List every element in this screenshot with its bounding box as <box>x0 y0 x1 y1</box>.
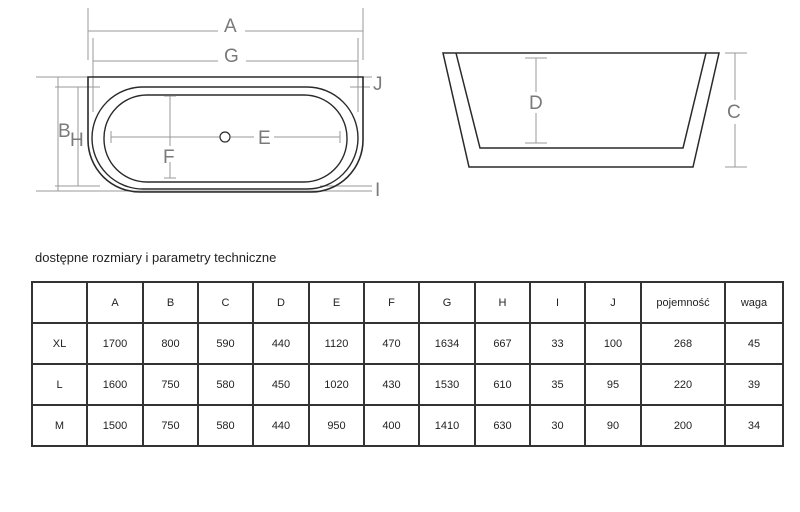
column-header: waga <box>724 281 784 324</box>
table-cell: 90 <box>584 404 642 447</box>
section-title: dostępne rozmiary i parametry techniczne <box>35 250 277 265</box>
column-header: J <box>584 281 642 324</box>
table-cell: 1600 <box>86 363 144 406</box>
table-cell: 950 <box>308 404 365 447</box>
column-header: H <box>474 281 531 324</box>
tub-side-outline <box>442 52 720 168</box>
label-e: E <box>258 128 271 149</box>
table-cell: 1020 <box>308 363 365 406</box>
table-cell: 1700 <box>86 322 144 365</box>
label-f: F <box>163 147 175 168</box>
table-cell: 590 <box>197 322 254 365</box>
table-cell: 100 <box>584 322 642 365</box>
table-row: XL 1700 800 590 440 1120 470 1634 667 33… <box>31 322 784 365</box>
table-cell: 750 <box>142 404 199 447</box>
side-view: D C <box>442 52 747 168</box>
table-cell: 39 <box>724 363 784 406</box>
label-b: B <box>58 121 71 142</box>
label-j: J <box>373 74 383 95</box>
label-g: G <box>224 46 239 67</box>
table-cell: 667 <box>474 322 531 365</box>
table-cell: 1530 <box>418 363 476 406</box>
column-header: I <box>529 281 586 324</box>
column-header: G <box>418 281 476 324</box>
table-header-row: A B C D E F G H I J pojemność waga <box>31 281 784 324</box>
column-header: pojemność <box>640 281 726 324</box>
table-cell: 1120 <box>308 322 365 365</box>
table-cell: 95 <box>584 363 642 406</box>
label-d: D <box>529 93 543 114</box>
column-header: F <box>363 281 420 324</box>
table-cell: 220 <box>640 363 726 406</box>
dimension-a <box>87 8 364 60</box>
table-cell: 1410 <box>418 404 476 447</box>
dimension-f <box>164 95 176 179</box>
table-cell: 610 <box>474 363 531 406</box>
table-cell: 630 <box>474 404 531 447</box>
table-cell: 750 <box>142 363 199 406</box>
table-cell: 430 <box>363 363 420 406</box>
table-cell: 30 <box>529 404 586 447</box>
column-header: D <box>252 281 310 324</box>
table-cell: 1500 <box>86 404 144 447</box>
column-header: B <box>142 281 199 324</box>
dimension-e <box>110 131 341 143</box>
table-cell: 400 <box>363 404 420 447</box>
table-row: M 1500 750 580 440 950 400 1410 630 30 9… <box>31 404 784 447</box>
table-cell: 268 <box>640 322 726 365</box>
top-view: A G B H J I <box>36 8 383 201</box>
table-cell: 33 <box>529 322 586 365</box>
drain-icon <box>219 131 231 143</box>
extension-lines <box>36 76 372 192</box>
label-c: C <box>727 102 741 123</box>
column-header: C <box>197 281 254 324</box>
dimension-g <box>92 38 359 112</box>
size-label: L <box>31 363 88 406</box>
table-cell: 440 <box>252 404 310 447</box>
dimension-c <box>725 52 747 168</box>
size-label: XL <box>31 322 88 365</box>
technical-drawing: A G B H J I <box>36 8 747 201</box>
label-i: I <box>375 180 380 201</box>
label-a: A <box>224 16 237 37</box>
table-cell: 45 <box>724 322 784 365</box>
table-cell: 470 <box>363 322 420 365</box>
column-header: E <box>308 281 365 324</box>
table-cell: 200 <box>640 404 726 447</box>
size-label: M <box>31 404 88 447</box>
table-cell: 35 <box>529 363 586 406</box>
table-row: L 1600 750 580 450 1020 430 1530 610 35 … <box>31 363 784 406</box>
table-cell: 1634 <box>418 322 476 365</box>
table-cell: 440 <box>252 322 310 365</box>
table-cell: 800 <box>142 322 199 365</box>
table-cell: 34 <box>724 404 784 447</box>
table-cell: 580 <box>197 363 254 406</box>
dimension-d <box>525 57 547 144</box>
label-h: H <box>70 130 84 151</box>
table-cell: 450 <box>252 363 310 406</box>
spec-table: A B C D E F G H I J pojemność waga XL 17… <box>31 281 784 447</box>
column-header: A <box>86 281 144 324</box>
column-header <box>31 281 88 324</box>
table-cell: 580 <box>197 404 254 447</box>
tub-top-outline <box>87 76 364 193</box>
